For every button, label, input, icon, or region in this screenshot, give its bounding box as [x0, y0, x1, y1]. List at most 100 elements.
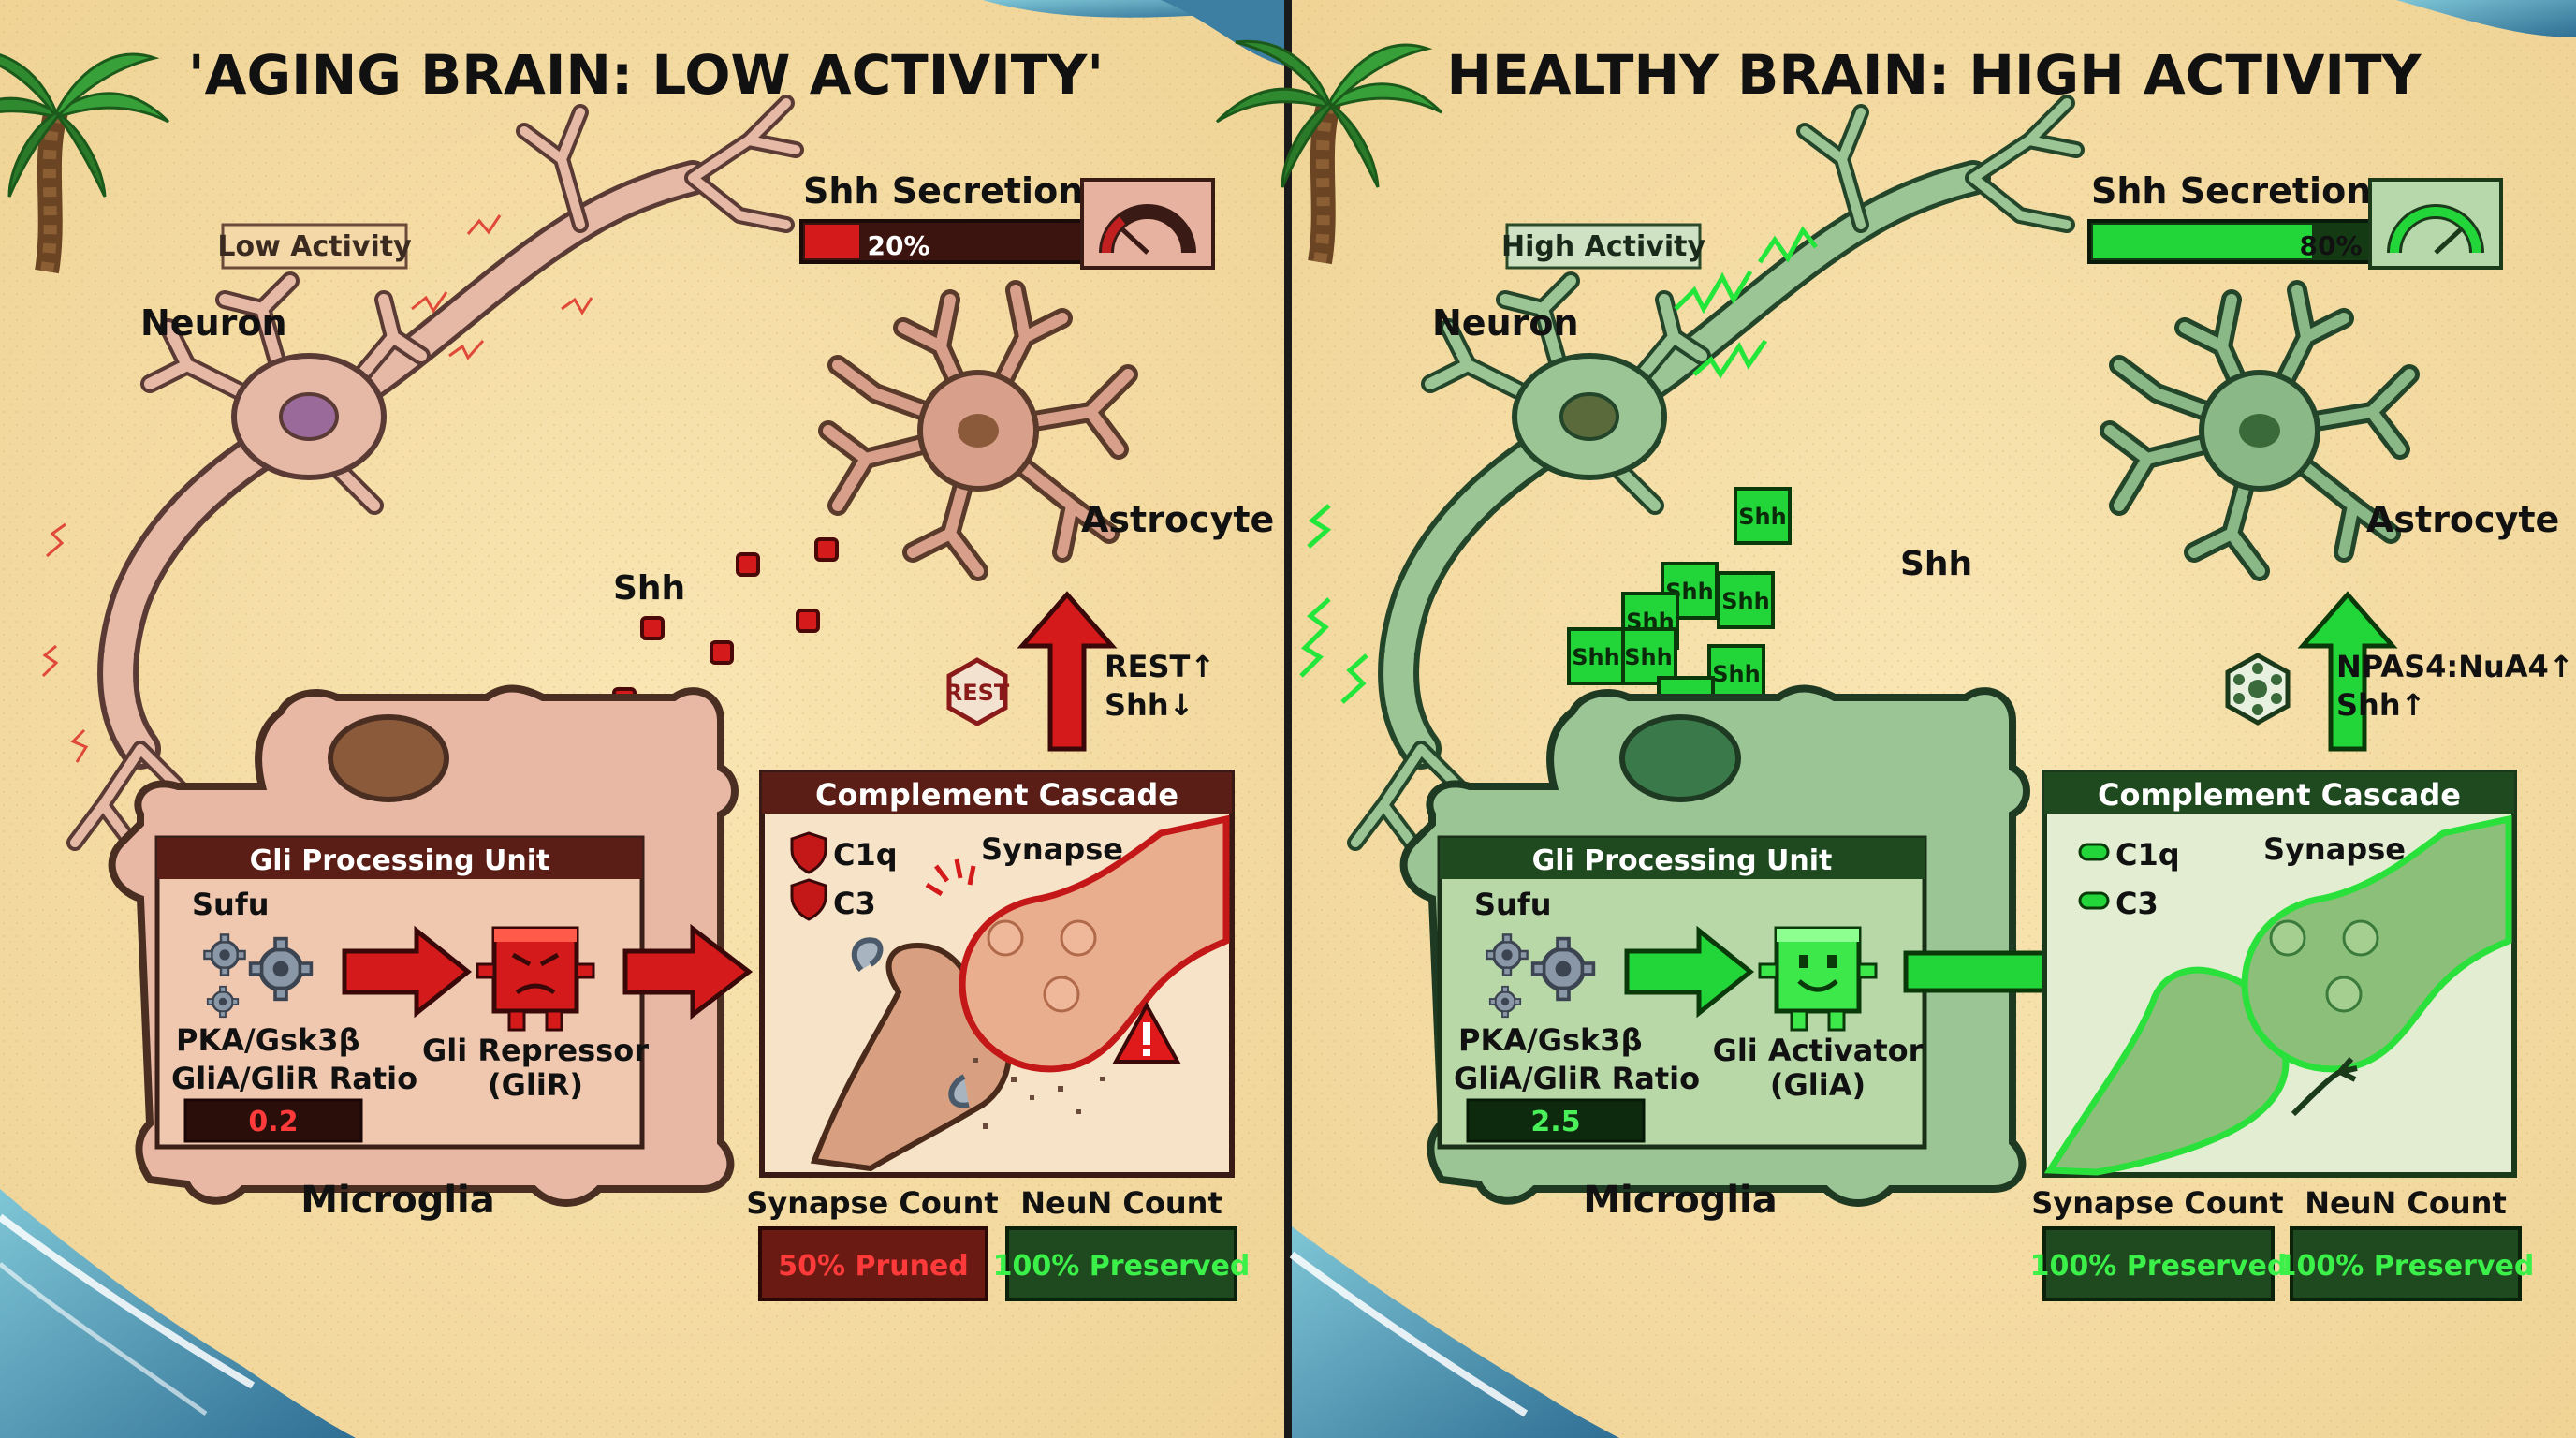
synapse-count-box	[2042, 1226, 2275, 1301]
activity-badge-label: Low Activity	[217, 230, 412, 263]
rest-upregulation: REST REST↑ Shh↓	[945, 591, 1215, 752]
shh-secretion-label: Shh Secretion	[803, 170, 1083, 212]
right-arrow-icon	[342, 925, 473, 1019]
shh-secretion-meter: 80%	[2087, 178, 2503, 270]
complement-title: Complement Cascade	[2098, 777, 2461, 813]
shh-secretion-value: 20%	[867, 230, 929, 261]
ratio-label: GliA/GliR Ratio	[1454, 1061, 1700, 1096]
sea-top-right	[2396, 0, 2576, 37]
shield-icon	[790, 831, 827, 921]
npas4-upregulation: NPAS4:NuA4↑ Shh↑	[2225, 591, 2574, 752]
up-arrow-icon	[1017, 591, 1118, 752]
neun-count-label: NeuN Count	[2305, 1185, 2507, 1221]
factor-line-1: REST↑	[1105, 649, 1215, 684]
panel-divider	[1284, 0, 1292, 1438]
factor-line-2: Shh↓	[1105, 687, 1193, 723]
gli-repressor-cube-icon	[476, 926, 595, 1032]
activation-arrow-icon	[622, 923, 754, 1020]
sufu-label: Sufu	[1474, 887, 1552, 922]
synapse-count-value: 100% Preserved	[2030, 1250, 2288, 1283]
neuron-label: Neuron	[140, 302, 287, 344]
neuron	[41, 95, 804, 851]
shh-token: Shh	[1721, 588, 1769, 614]
gauge-icon	[1099, 204, 1196, 255]
ratio-value: 0.2	[248, 1106, 298, 1138]
rest-hexagon-icon	[946, 657, 1008, 726]
microglia-hand-icon	[2291, 1057, 2358, 1117]
presynaptic-terminal	[810, 942, 1013, 1172]
factor-line-2: Shh↑	[2336, 687, 2425, 723]
sufu-label: Sufu	[192, 887, 270, 922]
astrocyte	[818, 280, 1138, 581]
astrocyte-label: Astrocyte	[2366, 499, 2559, 540]
astrocyte	[2100, 280, 2420, 581]
activity-badge	[1505, 223, 1702, 270]
shh-token: Shh	[1712, 661, 1760, 687]
microglia-label: Microglia	[1583, 1179, 1777, 1222]
ratio-value: 2.5	[1530, 1106, 1580, 1138]
shh-token: Shh	[1572, 644, 1619, 670]
neuron-label: Neuron	[1432, 302, 1579, 344]
neun-count-value: 100% Preserved	[2277, 1250, 2535, 1283]
shh-secretion-meter: 20%	[799, 178, 1215, 270]
gli-processing-unit: Gli Processing Unit Sufu PKA/Gsk3β GliA/…	[1437, 835, 1927, 1150]
pill-icon	[2078, 843, 2110, 910]
neun-count-value: 100% Preserved	[993, 1250, 1251, 1283]
damage-marks	[925, 858, 976, 897]
synapse-count-value: 50% Pruned	[778, 1250, 969, 1283]
complement-claw-icon	[851, 937, 884, 973]
hexagon-complex-icon	[2225, 653, 2291, 726]
kinase-label: PKA/Gsk3β	[1458, 1022, 1642, 1058]
shh-secretion-value: 80%	[2299, 230, 2362, 261]
gli-output-line-2: (GliR)	[488, 1067, 583, 1103]
microglia-label: Microglia	[300, 1179, 494, 1222]
gli-unit-title: Gli Processing Unit	[250, 844, 550, 877]
kinase-label: PKA/Gsk3β	[176, 1022, 359, 1058]
sea-bottom-left	[1292, 1226, 1619, 1438]
shh-secretion-bar-fill	[805, 225, 859, 258]
panel-title: HEALTHY BRAIN: HIGH ACTIVITY	[1446, 43, 2422, 107]
aging-panel: 'AGING BRAIN: LOW ACTIVITY' Low Activity…	[0, 0, 1284, 1438]
synapse-count-label: Synapse Count	[746, 1185, 998, 1221]
c1q-label: C1q	[833, 837, 898, 873]
activity-badge-label: High Activity	[1501, 230, 1705, 263]
ratio-label: GliA/GliR Ratio	[171, 1061, 417, 1096]
neuron	[1299, 95, 2085, 851]
synapse-label: Synapse	[981, 831, 1123, 867]
factor-line-1: NPAS4:NuA4↑	[2336, 649, 2574, 684]
astrocyte-label: Astrocyte	[1081, 499, 1274, 540]
gli-activator-cube-icon	[1758, 926, 1878, 1032]
rest-hexagon-label: REST	[945, 680, 1010, 706]
neun-count-box	[2290, 1226, 2522, 1301]
c3-label: C3	[2115, 886, 2159, 921]
panel-title: 'AGING BRAIN: LOW ACTIVITY'	[188, 43, 1104, 107]
shh-token: Shh	[1624, 644, 1672, 670]
complement-title: Complement Cascade	[815, 777, 1178, 813]
sea-bottom-left	[0, 1189, 356, 1438]
c3-label: C3	[833, 886, 876, 921]
shh-secretion-label: Shh Secretion	[2091, 170, 2371, 212]
gli-output-line-1: Gli Repressor	[422, 1033, 649, 1068]
neun-count-box	[1005, 1226, 1237, 1301]
shh-label: Shh	[613, 569, 685, 608]
complement-cascade-panel: Complement Cascade	[759, 770, 1235, 1178]
healthy-panel: HEALTHY BRAIN: HIGH ACTIVITY High Activi…	[1217, 0, 2576, 1438]
gauge-icon	[2387, 204, 2484, 255]
neun-count-label: NeuN Count	[1020, 1185, 1222, 1221]
shh-token: Shh	[1738, 504, 1786, 530]
synapse-count-box	[758, 1226, 988, 1301]
gli-processing-unit: Gli Processing Unit Sufu PKA/Gsk3β GliA/…	[154, 835, 649, 1150]
shh-label: Shh	[1900, 545, 1972, 583]
gli-unit-title: Gli Processing Unit	[1532, 844, 1833, 877]
gli-output-line-2: (GliA)	[1770, 1067, 1866, 1103]
warning-icon	[1112, 1001, 1181, 1064]
synapse-label: Synapse	[2263, 831, 2406, 867]
synapse-count-label: Synapse Count	[2031, 1185, 2283, 1221]
gli-output-line-1: Gli Activator	[1713, 1033, 1924, 1068]
c1q-label: C1q	[2115, 837, 2180, 873]
right-arrow-icon	[1624, 925, 1755, 1019]
complement-cascade-panel: Complement Cascade C1q C3 Synapse	[2042, 770, 2517, 1178]
shh-secretion-bar-fill	[2093, 225, 2312, 258]
